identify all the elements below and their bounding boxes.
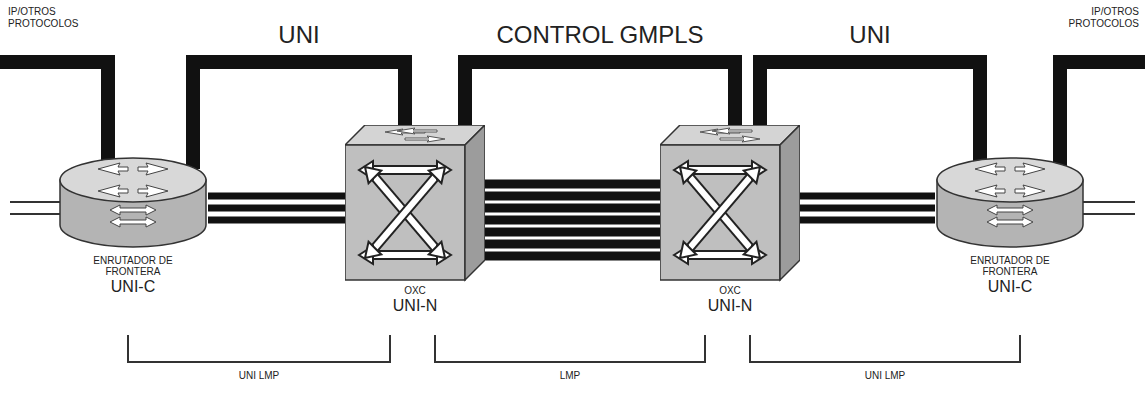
optical-cross-connect: OXCUNI-N [660,125,800,315]
bracket [128,335,1020,362]
router-symbol [58,155,208,255]
ip-control-bar [0,62,1145,170]
oxc-symbol [660,125,800,285]
router-symbol [935,155,1085,255]
bracket-label: UNI LMP [865,370,906,382]
control-channel [465,62,735,130]
interface-name: UNI-N [345,296,485,315]
channel-label: UNI [278,23,319,47]
channel-label: UNI [849,23,890,47]
interface-name: UNI-C [63,277,203,296]
oxc-symbol [345,125,485,285]
interface-name: UNI-C [940,277,1080,296]
border-router: ENRUTADOR DE FRONTERAUNI-C [935,155,1085,296]
bracket-label: LMP [560,370,581,382]
device-name: OXC [365,285,465,296]
fiber-bundle [800,196,935,220]
device-name: ENRUTADOR DE FRONTERA [960,255,1060,277]
channel-label: CONTROL GMPLS [496,23,703,47]
protocol-label: IP/OTROS PROTOCOLOS [8,6,98,29]
bracket-label: UNI LMP [239,370,280,382]
border-router: ENRUTADOR DE FRONTERAUNI-C [58,155,208,296]
protocol-label: IP/OTROS PROTOCOLOS [1049,6,1139,29]
fiber-bundle [208,196,345,220]
interface-name: UNI-N [660,296,800,315]
device-name: ENRUTADOR DE FRONTERA [83,255,183,277]
fiber-bundle [485,184,660,256]
device-name: OXC [680,285,780,296]
optical-cross-connect: OXCUNI-N [345,125,485,315]
